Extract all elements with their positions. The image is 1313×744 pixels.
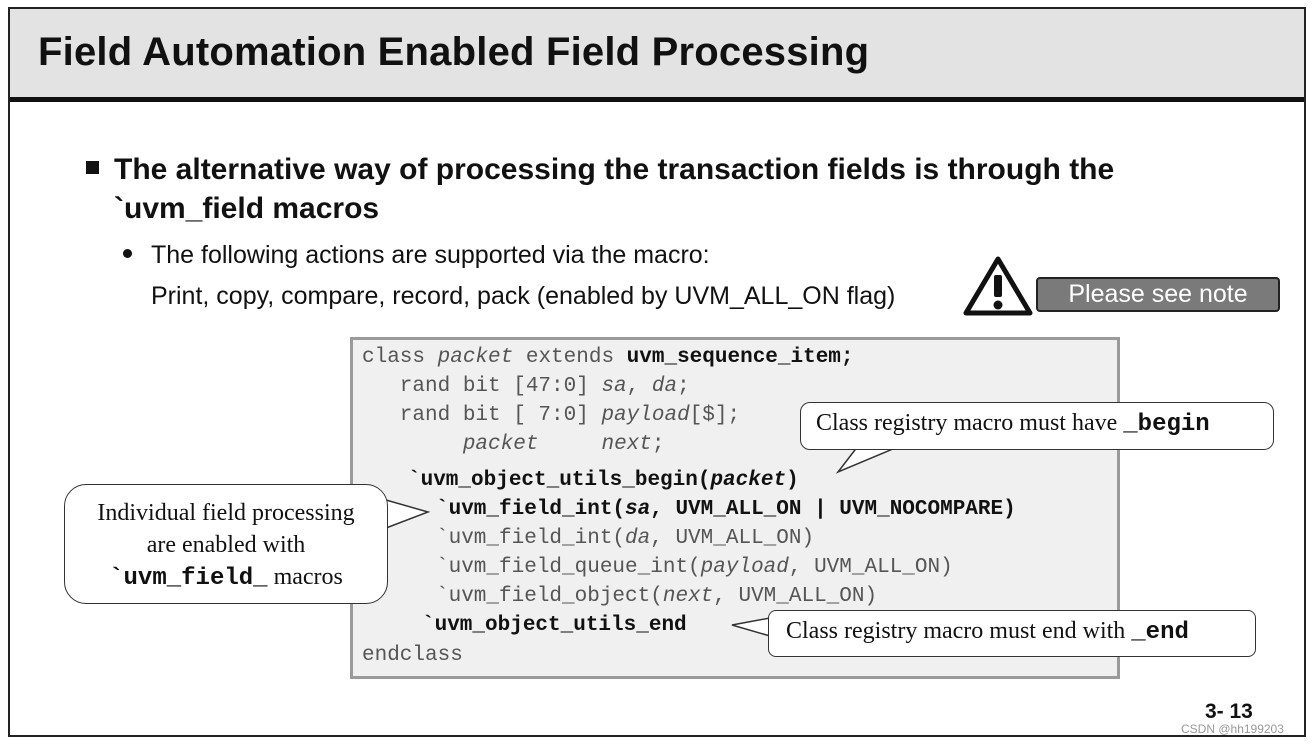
- code-line-1: class packet extends uvm_sequence_item;: [362, 346, 854, 369]
- round-bullet-icon: [123, 249, 132, 258]
- watermark: CSDN @hh199203: [1181, 722, 1284, 736]
- code-line-9: `uvm_field_object(next, UVM_ALL_ON): [436, 585, 878, 608]
- code-line-4: packet next;: [462, 433, 665, 456]
- main-bullet: The alternative way of processing the tr…: [114, 150, 1264, 228]
- code-line-11: endclass: [362, 644, 463, 667]
- slide-frame: [8, 7, 1306, 737]
- code-line-2: rand bit [47:0] sa, da;: [362, 375, 690, 398]
- sub-bullet: The following actions are supported via …: [151, 235, 895, 317]
- please-see-note-button[interactable]: Please see note: [1036, 277, 1280, 312]
- callout-begin: Class registry macro must have _begin: [800, 402, 1274, 450]
- slide-title: Field Automation Enabled Field Processin…: [38, 30, 870, 74]
- code-line-6: `uvm_field_int(sa, UVM_ALL_ON | UVM_NOCO…: [436, 498, 1016, 521]
- title-bar: [10, 9, 1304, 102]
- page-number: 3- 13: [1205, 700, 1253, 723]
- sub-bullet-line2: Print, copy, compare, record, pack (enab…: [151, 282, 896, 310]
- code-line-5: `uvm_object_utils_begin(packet): [408, 469, 799, 492]
- code-line-10: `uvm_object_utils_end: [422, 614, 687, 637]
- square-bullet-icon: [86, 161, 99, 174]
- callout-end: Class registry macro must end with _end: [768, 610, 1256, 657]
- callout-field-macros: Individual field processing are enabled …: [64, 484, 388, 604]
- code-line-3: rand bit [ 7:0] payload[$];: [362, 404, 741, 427]
- main-bullet-line2: `uvm_field macros: [114, 192, 380, 225]
- code-line-7: `uvm_field_int(da, UVM_ALL_ON): [436, 527, 815, 550]
- warning-icon: [963, 256, 1033, 316]
- sub-bullet-line1: The following actions are supported via …: [151, 241, 710, 269]
- code-line-8: `uvm_field_queue_int(payload, UVM_ALL_ON…: [436, 556, 953, 579]
- main-bullet-line1: The alternative way of processing the tr…: [114, 153, 1115, 186]
